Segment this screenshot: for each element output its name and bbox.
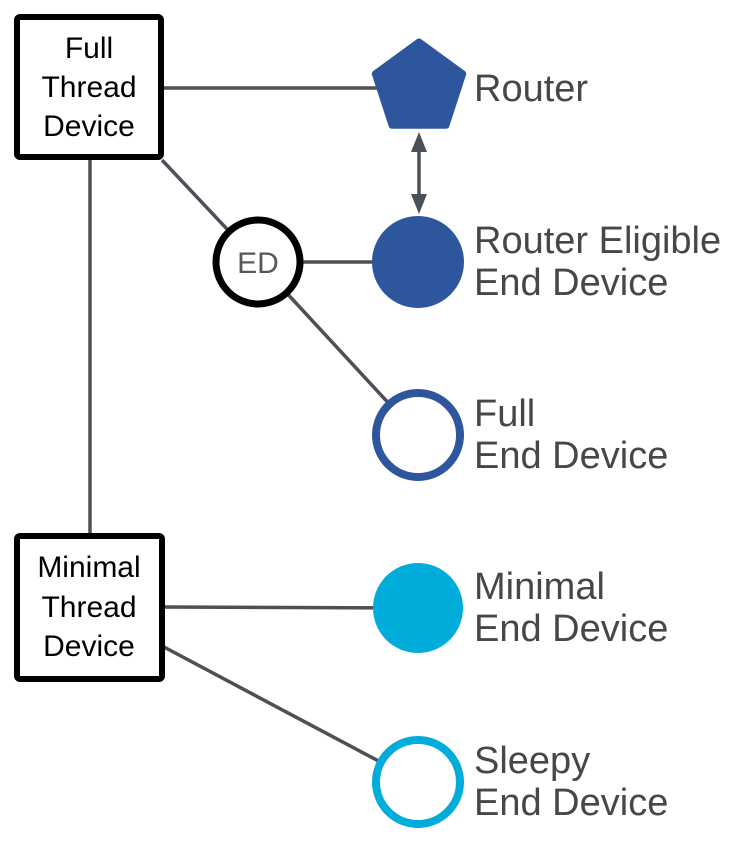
full-thread-device-label-line1: Full xyxy=(65,32,113,65)
full-thread-device-box xyxy=(14,14,164,160)
node-minimal-thread-device: Minimal Thread Device xyxy=(14,533,165,682)
node-router-eligible-end-device: Router Eligible End Device xyxy=(372,216,721,308)
minimal-thread-device-label-line3: Device xyxy=(43,630,135,663)
full-thread-device-label-line2: Thread xyxy=(41,71,136,104)
full-end-device-label-line2: End Device xyxy=(474,435,668,477)
ed-badge-label: ED xyxy=(237,247,279,280)
minimal-end-device-label-line2: End Device xyxy=(474,608,668,650)
filled-cyan-circle-icon xyxy=(373,563,463,653)
ed-circle-icon xyxy=(212,216,304,308)
minimal-end-device-label-line1: Minimal xyxy=(474,566,605,608)
minimal-thread-device-box xyxy=(14,533,165,682)
pentagon-icon xyxy=(371,38,467,129)
arrowhead-down-icon xyxy=(411,194,427,214)
full-thread-device-label-line3: Device xyxy=(43,110,135,143)
node-ed-badge: ED xyxy=(212,216,304,308)
arrowhead-up-icon xyxy=(411,132,427,152)
router-eligible-end-device-label-line2: End Device xyxy=(474,262,668,304)
router-eligible-end-device-label-line1: Router Eligible xyxy=(474,220,721,262)
sleepy-end-device-label-line2: End Device xyxy=(474,782,668,824)
router-reed-bidirectional-arrow xyxy=(411,132,427,214)
minimal-thread-device-label-line1: Minimal xyxy=(37,551,140,584)
outline-cyan-circle-icon xyxy=(372,736,464,828)
sleepy-end-device-label-line1: Sleepy xyxy=(474,740,590,782)
node-full-end-device: Full End Device xyxy=(372,389,668,481)
node-router: Router xyxy=(371,38,588,129)
full-end-device-label-line1: Full xyxy=(474,393,535,435)
outline-blue-circle-icon xyxy=(372,389,464,481)
router-label: Router xyxy=(474,68,588,110)
node-sleepy-end-device: Sleepy End Device xyxy=(372,736,668,828)
node-full-thread-device: Full Thread Device xyxy=(14,14,164,160)
minimal-thread-device-label-line2: Thread xyxy=(41,591,136,624)
node-minimal-end-device: Minimal End Device xyxy=(373,563,668,653)
link-minimal-thread-device-sleepy-end-device xyxy=(163,645,419,784)
filled-blue-circle-icon xyxy=(372,216,464,308)
